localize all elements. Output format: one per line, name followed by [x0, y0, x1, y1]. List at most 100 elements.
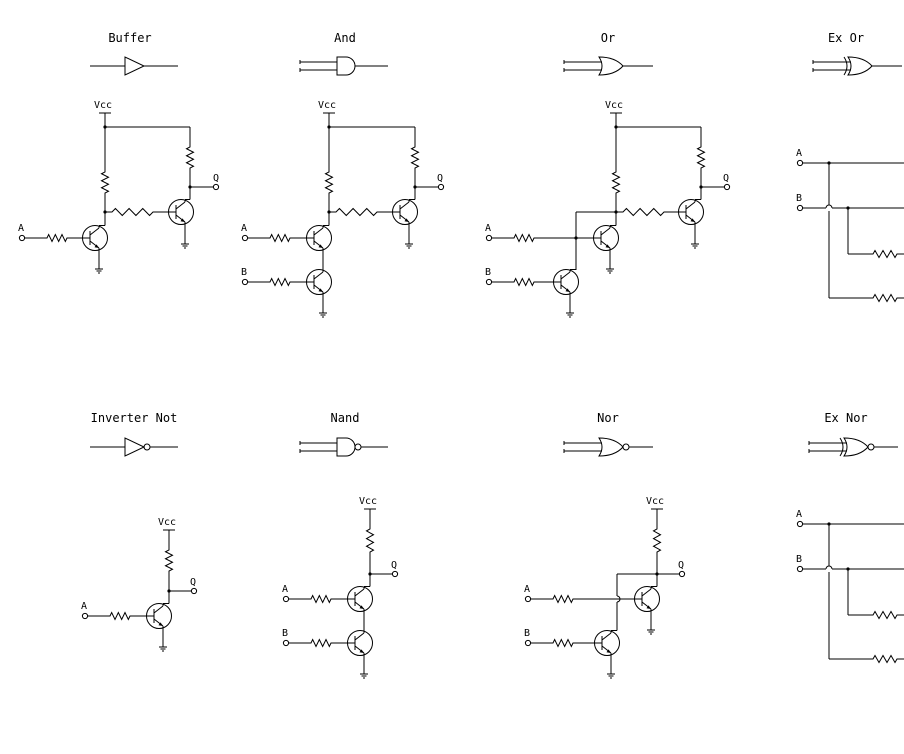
title-xnor: Ex Nor [824, 411, 867, 425]
npn-transistor-icon [306, 225, 332, 251]
terminal-icon [212, 183, 220, 191]
transistor-collector [354, 588, 365, 597]
title-xor: Ex Or [828, 31, 864, 45]
resistor-icon [866, 249, 904, 259]
transistor-collector [600, 227, 611, 236]
terminal-icon [81, 612, 89, 620]
input-label: B [524, 628, 530, 639]
input-label: A [796, 148, 802, 159]
output-label: Q [437, 173, 443, 184]
resistor-icon [546, 594, 580, 604]
xnor-circuit: AB [796, 509, 904, 664]
resistor-icon [304, 638, 338, 648]
resistor-icon [304, 594, 338, 604]
or-body [843, 437, 869, 457]
xor-curve [843, 56, 848, 76]
input-label: B [485, 267, 491, 278]
npn-transistor-icon [594, 630, 620, 656]
input-label: A [282, 584, 288, 595]
junction-dot [574, 236, 578, 240]
title-not: Inverter Not [91, 411, 178, 425]
resistor-icon [616, 207, 671, 217]
transistor-collector [153, 605, 164, 614]
emitter-arrow-icon [404, 218, 409, 222]
xor-gate-symbol [812, 56, 902, 76]
title-nand: Nand [331, 411, 360, 425]
terminal-icon [796, 520, 804, 528]
terminal-icon [723, 183, 731, 191]
transistor-collector [399, 201, 410, 210]
title-buffer: Buffer [108, 31, 151, 45]
and-body [336, 56, 356, 76]
buffer-triangle [124, 56, 146, 76]
and-gate-symbol [299, 56, 388, 76]
terminal-icon [391, 570, 399, 578]
nor-gate-symbol [563, 437, 653, 457]
wire-crossover [825, 565, 833, 570]
npn-transistor-icon [306, 269, 332, 295]
input-label: B [282, 628, 288, 639]
emitter-arrow-icon [359, 649, 364, 653]
resistor-icon [324, 165, 334, 200]
npn-transistor-icon [347, 586, 373, 612]
resistor-icon [263, 233, 297, 243]
terminal-icon [796, 159, 804, 167]
resistor-icon [866, 610, 904, 620]
resistor-icon [263, 277, 297, 287]
transistor-collector [89, 227, 100, 236]
vcc-label: Vcc [359, 496, 377, 507]
terminal-icon [485, 234, 493, 242]
input-label: A [485, 223, 491, 234]
transistor-collector [601, 632, 612, 641]
transistor-collector [354, 632, 365, 641]
resistor-icon [866, 293, 904, 303]
terminal-icon [796, 204, 804, 212]
resistor-icon [103, 611, 137, 621]
input-label: A [81, 601, 87, 612]
npn-transistor-icon [347, 630, 373, 656]
input-label: A [524, 584, 530, 595]
transistor-collector [641, 588, 652, 597]
resistor-icon [507, 277, 541, 287]
or-body [598, 56, 624, 76]
terminal-icon [282, 639, 290, 647]
terminal-icon [524, 639, 532, 647]
emitter-arrow-icon [605, 244, 610, 248]
terminal-icon [18, 234, 26, 242]
resistor-icon [164, 543, 174, 578]
xnor-gate-symbol [808, 437, 898, 457]
resistor-icon [507, 233, 541, 243]
wire-crossover [616, 595, 621, 603]
title-nor: Nor [597, 411, 619, 425]
terminal-icon [524, 595, 532, 603]
transistor-collector [685, 201, 696, 210]
resistor-icon [866, 654, 904, 664]
vcc-label: Vcc [158, 517, 176, 528]
npn-transistor-icon [392, 199, 418, 225]
xor-curve [839, 437, 844, 457]
buffer-gate-symbol [90, 56, 178, 76]
transistor-collector [313, 271, 324, 280]
or-gate-symbol [563, 56, 653, 76]
wire-crossover [825, 204, 833, 209]
inversion-bubble [622, 443, 630, 451]
title-and: And [334, 31, 356, 45]
terminal-icon [485, 278, 493, 286]
npn-transistor-icon [634, 586, 660, 612]
emitter-arrow-icon [690, 218, 695, 222]
input-label: A [241, 223, 247, 234]
resistor-icon [40, 233, 74, 243]
emitter-arrow-icon [94, 244, 99, 248]
emitter-arrow-icon [606, 649, 611, 653]
resistor-icon [365, 522, 375, 559]
transistor-collector [313, 227, 324, 236]
resistor-icon [611, 165, 621, 200]
terminal-icon [190, 587, 198, 595]
